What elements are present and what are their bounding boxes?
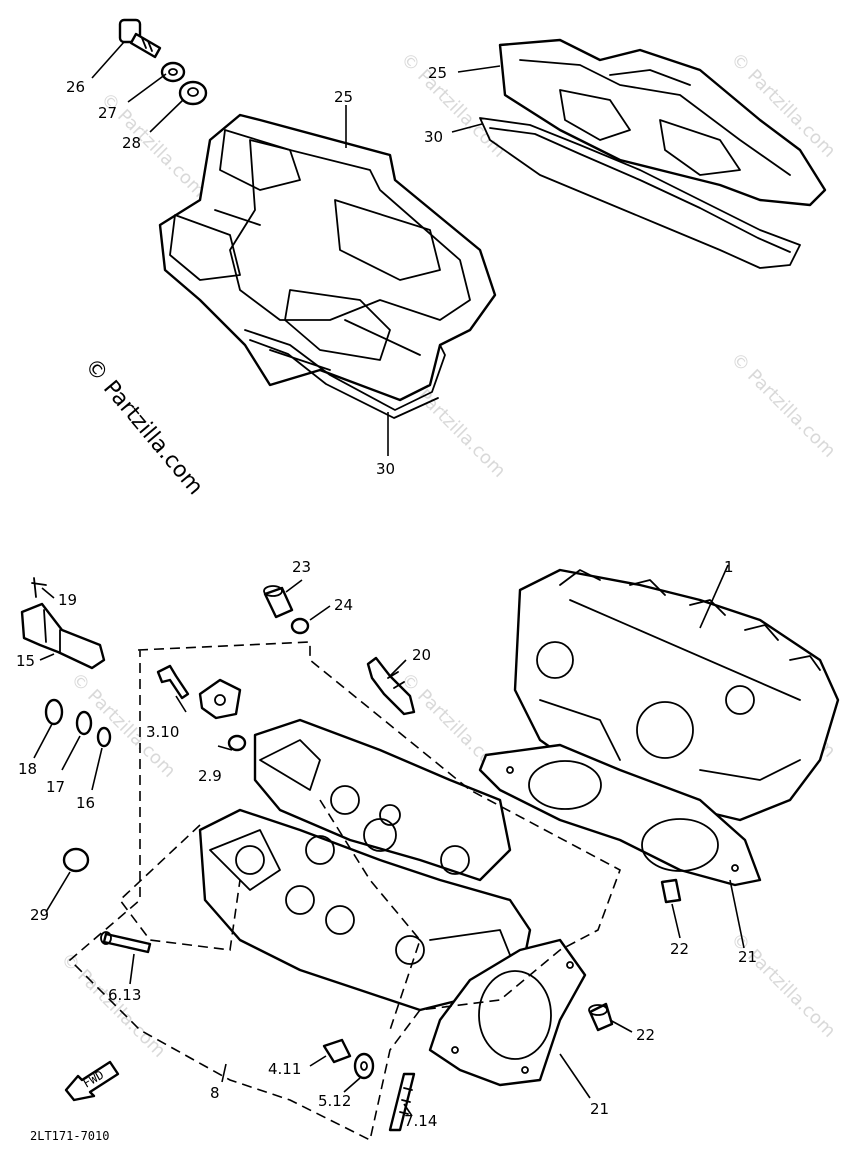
o-ring-17-drawing	[75, 710, 93, 736]
fwd-arrow: FWD	[64, 1060, 120, 1102]
callout-2-9: 2.9	[198, 767, 222, 785]
plug-29-drawing	[62, 847, 90, 873]
dowel-22-upper-drawing	[660, 878, 682, 904]
watermark-main: © Partzilla.com	[79, 354, 207, 500]
callout-15: 15	[16, 652, 35, 670]
callout-5-12: 5.12	[318, 1092, 351, 1110]
watermark-text: © Partzilla.com	[726, 349, 839, 462]
screw-19-drawing	[31, 577, 47, 598]
head-gasket-21-lower-drawing	[428, 938, 587, 1087]
head-cover-25-right-drawing	[498, 38, 827, 207]
bolt-26-drawing	[118, 18, 162, 59]
callout-22-upper: 22	[670, 940, 689, 958]
dowel-23-drawing	[263, 585, 294, 619]
callout-7-14: 7.14	[404, 1112, 437, 1130]
callout-1: 1	[724, 558, 734, 576]
grommet-28-drawing	[178, 80, 208, 106]
group-inner-dash	[319, 799, 421, 1031]
washer-27-drawing	[160, 61, 186, 83]
callout-18: 18	[18, 760, 37, 778]
callout-17: 17	[46, 778, 65, 796]
callout-8: 8	[210, 1084, 220, 1102]
diagram-part-code: 2LT171-7010	[30, 1129, 109, 1143]
watermark-text: © Partzilla.com	[56, 949, 169, 1062]
washer-5-12-drawing	[353, 1052, 375, 1080]
o-ring-18-drawing	[44, 698, 64, 726]
callout-25-left: 25	[334, 88, 353, 106]
callout-28: 28	[122, 134, 141, 152]
pipe-6-drawing	[100, 931, 152, 954]
callout-27: 27	[98, 104, 117, 122]
callout-22-lower: 22	[636, 1026, 655, 1044]
callout-3-10: 3.10	[146, 723, 179, 741]
callout-21-lower: 21	[590, 1100, 609, 1118]
gasket-30-right-drawing	[479, 117, 801, 269]
callout-4-11: 4.11	[268, 1060, 301, 1078]
callout-26: 26	[66, 78, 85, 96]
callout-23: 23	[292, 558, 311, 576]
guide-4-drawing	[198, 678, 242, 720]
joint-15-drawing	[20, 602, 106, 670]
spark-plug-20-drawing	[366, 656, 416, 716]
stud-7-14-drawing	[388, 1072, 416, 1132]
callout-6-13: 6.13	[108, 986, 141, 1004]
callout-19: 19	[58, 591, 77, 609]
callout-21-upper: 21	[738, 948, 757, 966]
bolt-3-drawing	[156, 664, 190, 700]
callout-30-right: 30	[424, 128, 443, 146]
head-gasket-21-upper-drawing	[478, 743, 762, 887]
o-ring-24-drawing	[290, 617, 310, 635]
gasket-30-left-drawing	[244, 329, 446, 419]
group-outline-dash	[68, 641, 621, 1142]
callout-25-right: 25	[428, 64, 447, 82]
o-ring-16-drawing	[96, 726, 112, 748]
callout-29: 29	[30, 906, 49, 924]
group-inner-dash	[118, 824, 241, 951]
callout-30-left: 30	[376, 460, 395, 478]
watermark-text: © Partzilla.com	[396, 49, 509, 162]
leader-lines	[33, 41, 745, 1117]
callout-20: 20	[412, 646, 431, 664]
bolt-4-11-drawing	[322, 1038, 352, 1064]
dowel-2-drawing	[227, 734, 247, 752]
callout-16: 16	[76, 794, 95, 812]
dowel-22-lower-drawing	[588, 1002, 614, 1032]
callout-24: 24	[334, 596, 353, 614]
